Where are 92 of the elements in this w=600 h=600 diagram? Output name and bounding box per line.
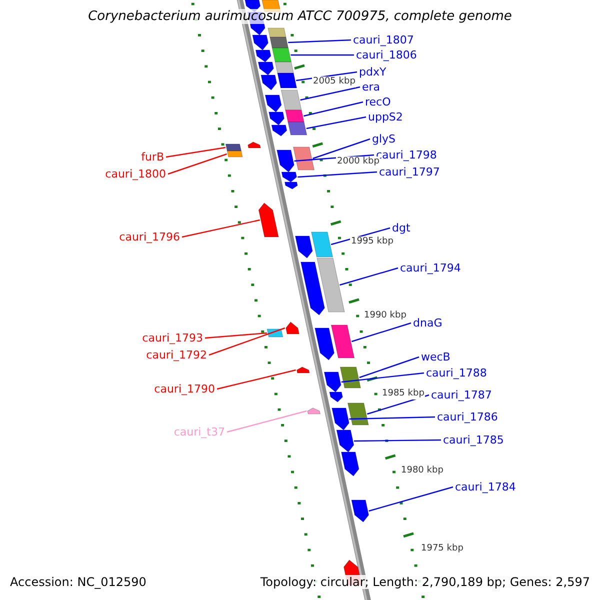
gene-feature: [268, 112, 285, 126]
gene-feature: [260, 74, 278, 90]
gene-label: cauri_1790: [154, 382, 215, 396]
gene-label: cauri_1800: [105, 168, 166, 180]
gene-label: cauri_1787: [431, 388, 492, 402]
leader-line: [349, 416, 436, 420]
gene-feature: [252, 34, 269, 50]
gene-feature: [286, 322, 300, 334]
gene-feature: [284, 182, 298, 190]
gene-feature: [248, 142, 261, 148]
leader-line: [166, 146, 226, 158]
gene-feature: [351, 500, 370, 522]
gene-label: cauri_1797: [379, 166, 440, 178]
gene-feature: [294, 236, 313, 258]
gene-label: glyS: [372, 132, 396, 146]
gene-feature: [332, 408, 350, 430]
gene-label: cauri_1807: [353, 34, 414, 46]
gene-block: [280, 90, 302, 110]
scale-label: 1975 kbp: [420, 544, 464, 554]
leader-line: [354, 439, 441, 442]
gene-label: era: [362, 80, 380, 94]
gene-label: wecB: [421, 350, 450, 364]
gene-label: cauri_1786: [437, 410, 498, 424]
leader-line: [312, 138, 370, 160]
gene-label: uppS2: [368, 110, 403, 124]
gene-label: dnaG: [413, 316, 442, 330]
gene-label: cauri_1794: [400, 262, 461, 274]
leader-line: [288, 39, 352, 44]
gene-feature: [258, 62, 274, 76]
gene-block: [270, 36, 289, 48]
leader-line: [340, 267, 398, 286]
gene-feature: [264, 94, 282, 112]
leader-line: [341, 372, 424, 383]
scale-label: 1985 kbp: [381, 388, 426, 400]
gene-block: [311, 232, 334, 258]
gene-feature: [314, 328, 335, 360]
gene-block: [347, 402, 369, 426]
gene-feature: [258, 202, 279, 238]
gene-label: furB: [141, 150, 164, 164]
gene-feature: [340, 452, 360, 476]
leader-line: [226, 410, 307, 433]
leader-line: [368, 486, 454, 512]
leader-line: [330, 227, 390, 246]
gene-feature: [300, 262, 325, 316]
gene-label: cauri_1788: [426, 366, 487, 380]
accession-text: Accession: NC_012590: [10, 575, 146, 589]
gene-block: [225, 144, 242, 152]
gene-label: pdxY: [359, 66, 386, 78]
leader-line: [216, 369, 296, 390]
gene-label: cauri_1784: [455, 480, 516, 494]
leader-line: [204, 332, 267, 339]
leader-line: [304, 101, 364, 117]
gene-block: [285, 110, 304, 122]
scale-label: 2005 kbp: [312, 76, 356, 88]
gene-label: cauri_1793: [142, 332, 203, 344]
genome-summary-text: Topology: circular; Length: 2,790,189 bp; Genes: 2,597: [260, 575, 590, 589]
title: Corynebacterium aurimucosum ATCC 700975, complete genome: [86, 9, 514, 24]
gene-block: [268, 28, 286, 38]
gene-label: cauri_1796: [119, 230, 180, 244]
leader-line: [182, 219, 260, 238]
scale-label: 2000 kbp: [336, 156, 380, 168]
gene-label: cauri_1806: [356, 48, 417, 62]
gene-label: cauri_t37: [174, 426, 225, 438]
gene-feature: [255, 50, 272, 62]
gene-block: [340, 366, 361, 388]
gene-block: [316, 258, 345, 312]
gene-block: [292, 146, 315, 170]
scale-label: 1990 kbp: [363, 310, 408, 322]
gene-block: [330, 324, 355, 358]
leader-line: [306, 116, 366, 130]
gene-feature: [336, 430, 354, 452]
leader-line: [298, 171, 378, 178]
gene-feature: [307, 408, 321, 414]
scale-label: 1980 kbp: [400, 466, 444, 476]
scale-label: 1995 kbp: [350, 236, 394, 248]
leader-line: [168, 153, 227, 175]
gene-feature: [271, 124, 288, 136]
gene-feature: [296, 366, 310, 374]
leader-line: [208, 327, 286, 356]
gene-block: [274, 62, 294, 74]
gene-block: [277, 72, 298, 88]
gene-label: recO: [365, 96, 391, 108]
gene-block: [272, 48, 292, 62]
gene-block: [288, 122, 308, 136]
leader-line: [290, 54, 354, 56]
gene-label: cauri_1785: [443, 434, 504, 446]
gene-label: cauri_1792: [146, 348, 207, 362]
leader-line: [300, 86, 360, 101]
leader-line: [359, 356, 420, 378]
leader-line: [352, 322, 412, 342]
gene-block: [226, 150, 243, 158]
gene-label: dgt: [392, 222, 410, 234]
